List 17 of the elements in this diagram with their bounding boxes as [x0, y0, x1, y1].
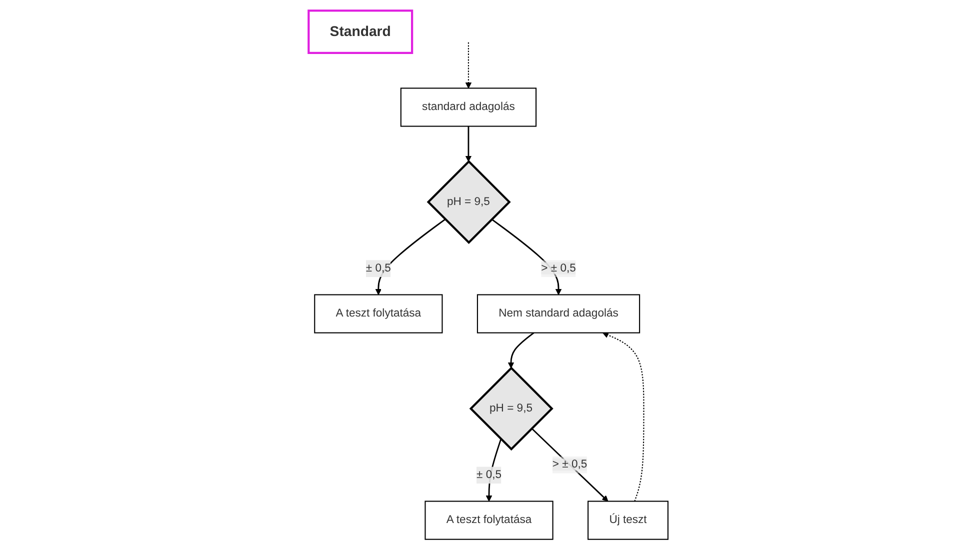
node-box: standard adagolás [400, 87, 536, 126]
node-box: Standard [307, 9, 413, 54]
arrow [465, 126, 472, 162]
arrow [508, 332, 534, 368]
node-box: Új teszt [587, 500, 668, 540]
node-diamond: pH = 9,5 [469, 366, 554, 450]
arrow [465, 42, 472, 88]
arrow [602, 332, 644, 501]
arrow [530, 427, 608, 502]
edge-label: > ± 0,5 [540, 262, 576, 274]
node-diamond: pH = 9,5 [426, 160, 511, 244]
node-box: Nem standard adagolás [476, 294, 640, 333]
edge-label: ± 0,5 [366, 262, 391, 274]
node-box: A teszt folytatása [314, 294, 442, 333]
edge-label: ± 0,5 [476, 468, 502, 480]
edge-label: > ± 0,5 [552, 458, 587, 470]
node-box: A teszt folytatása [424, 500, 554, 540]
